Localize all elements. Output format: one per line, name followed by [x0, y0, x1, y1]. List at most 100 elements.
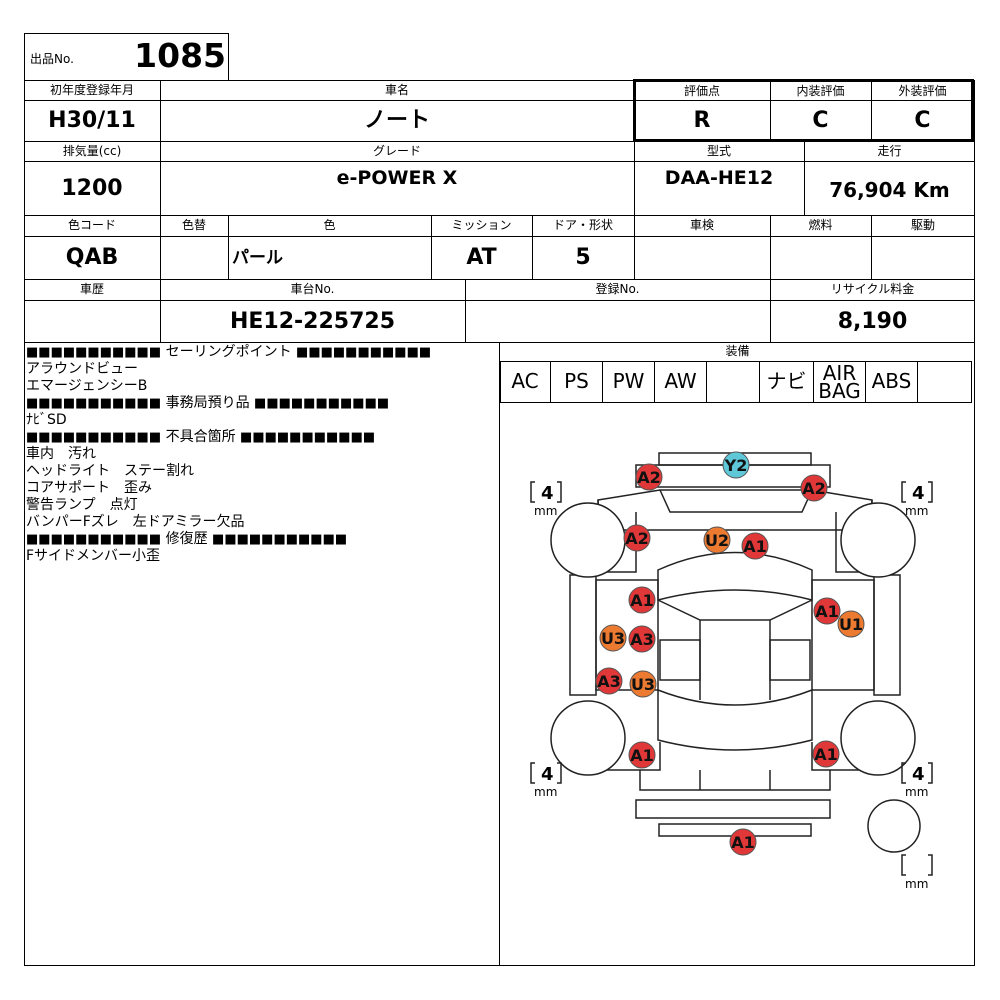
lot-box	[24, 33, 229, 81]
damage-marker	[628, 586, 656, 614]
wheel-rear-right	[840, 700, 916, 776]
equipment-label: 装備	[725, 344, 750, 358]
defect-item: 警告ランプ 点灯	[26, 497, 138, 513]
wheels	[550, 502, 921, 853]
car-name-value: ノート	[363, 108, 430, 133]
damage-marker	[635, 463, 663, 491]
damage-code: A1	[815, 602, 839, 621]
damage-code: A2	[625, 529, 649, 548]
model-label: 型式	[706, 144, 731, 158]
mileage-value: 76,904 Km	[829, 178, 950, 202]
fuel-label: 燃料	[808, 218, 833, 232]
inspection-label: 車検	[689, 218, 714, 232]
equipment-item: ナビ	[760, 361, 814, 403]
defect-item: バンパーFズレ 左ドアミラー欠品	[26, 514, 245, 530]
lot-label: 出品No.	[30, 52, 74, 66]
repair-header: ■■■■■■■■■■■ 修復歴 ■■■■■■■■■■■	[26, 531, 348, 547]
tire-depth-bracket	[901, 762, 933, 784]
damage-code: U3	[631, 675, 655, 694]
tire-depth-bracket	[901, 854, 933, 876]
damage-code: A3	[597, 672, 621, 691]
score-value: R	[693, 108, 711, 133]
damage-marker	[722, 451, 750, 479]
notes-section: ■■■■■■■■■■■ セーリングポイント ■■■■■■■■■■■ アラウンドビ…	[26, 344, 496, 565]
grade-value: e-POWER X	[336, 167, 458, 189]
damage-code: Y2	[724, 456, 748, 475]
damage-code: A2	[637, 468, 661, 487]
damage-marker	[703, 526, 731, 554]
recycle-label: リサイクル料金	[830, 282, 915, 296]
damage-marker	[837, 610, 865, 638]
damage-marker	[623, 524, 651, 552]
exterior-label: 外装評価	[898, 84, 947, 98]
selling-point-item: アラウンドビュー	[26, 361, 138, 377]
equipment-item	[707, 361, 760, 403]
damage-marker	[729, 828, 757, 856]
wheel-front-left	[550, 502, 626, 578]
defect-item: 車内 汚れ	[26, 446, 96, 462]
grid-line	[532, 215, 533, 279]
chassis-label: 車台No.	[290, 282, 335, 296]
model-value: DAA-HE12	[664, 167, 774, 189]
color-value: パール	[232, 248, 283, 268]
color-code-label: 色コード	[67, 218, 116, 232]
damage-marker	[741, 532, 769, 560]
interior-value: C	[812, 108, 829, 133]
damage-code: A1	[814, 745, 838, 764]
grid-line	[24, 279, 975, 280]
grid-line	[24, 300, 975, 301]
tire-depth-bracket	[901, 481, 933, 503]
tire-depth-unit: mm	[534, 785, 557, 799]
grid-line	[871, 80, 872, 141]
equipment-item: AC	[500, 361, 551, 403]
score-box	[633, 79, 974, 142]
wheel-front-right	[840, 502, 916, 578]
damage-code: A1	[630, 746, 654, 765]
damage-code: A1	[743, 537, 767, 556]
transmission-value: AT	[466, 245, 497, 270]
defect-item: コアサポート 歪み	[26, 480, 152, 496]
office-item: ﾅﾋﾞSD	[26, 412, 67, 428]
interior-label: 内装評価	[796, 84, 845, 98]
exterior-value: C	[914, 108, 931, 133]
grid-line	[465, 279, 466, 342]
registration-label: 登録No.	[595, 282, 640, 296]
grid-line	[634, 100, 975, 101]
tire-depth-value: 4	[541, 764, 554, 785]
equipment-item: AIR BAG	[814, 361, 866, 403]
grid-line	[24, 236, 975, 237]
history-label: 車歴	[79, 282, 104, 296]
equipment-item: ABS	[866, 361, 918, 403]
repair-item: Fサイドメンバー小歪	[26, 548, 161, 564]
office-header: ■■■■■■■■■■■ 事務局預り品 ■■■■■■■■■■■	[26, 395, 390, 411]
damage-code: U3	[601, 629, 625, 648]
damage-marker	[629, 670, 657, 698]
doors-label: ドア・形状	[552, 218, 613, 232]
damage-marker	[628, 741, 656, 769]
tire-depth-bracket	[530, 481, 562, 503]
damage-code: U2	[705, 531, 729, 550]
grid-line	[770, 215, 771, 342]
damage-marker	[628, 625, 656, 653]
equipment-item	[918, 361, 972, 403]
grade-label: グレード	[372, 144, 421, 158]
damage-code: A3	[630, 630, 654, 649]
score-label: 評価点	[683, 84, 720, 98]
equipment-item: PS	[551, 361, 603, 403]
damage-marker	[813, 597, 841, 625]
damage-code: U1	[839, 615, 863, 634]
transmission-label: ミッション	[451, 218, 512, 232]
doors-value: 5	[575, 245, 591, 270]
damage-marker	[812, 740, 840, 768]
drive-label: 駆動	[910, 218, 935, 232]
displacement-value: 1200	[61, 176, 123, 201]
selling-points-header: ■■■■■■■■■■■ セーリングポイント ■■■■■■■■■■■	[26, 344, 432, 360]
grid-line	[871, 215, 872, 279]
tire-depth-unit: mm	[905, 877, 928, 891]
wheel-rear-left	[550, 700, 626, 776]
defect-item: ヘッドライト ステー割れ	[26, 463, 194, 479]
damage-marker	[599, 624, 627, 652]
damage-code: A1	[731, 833, 755, 852]
